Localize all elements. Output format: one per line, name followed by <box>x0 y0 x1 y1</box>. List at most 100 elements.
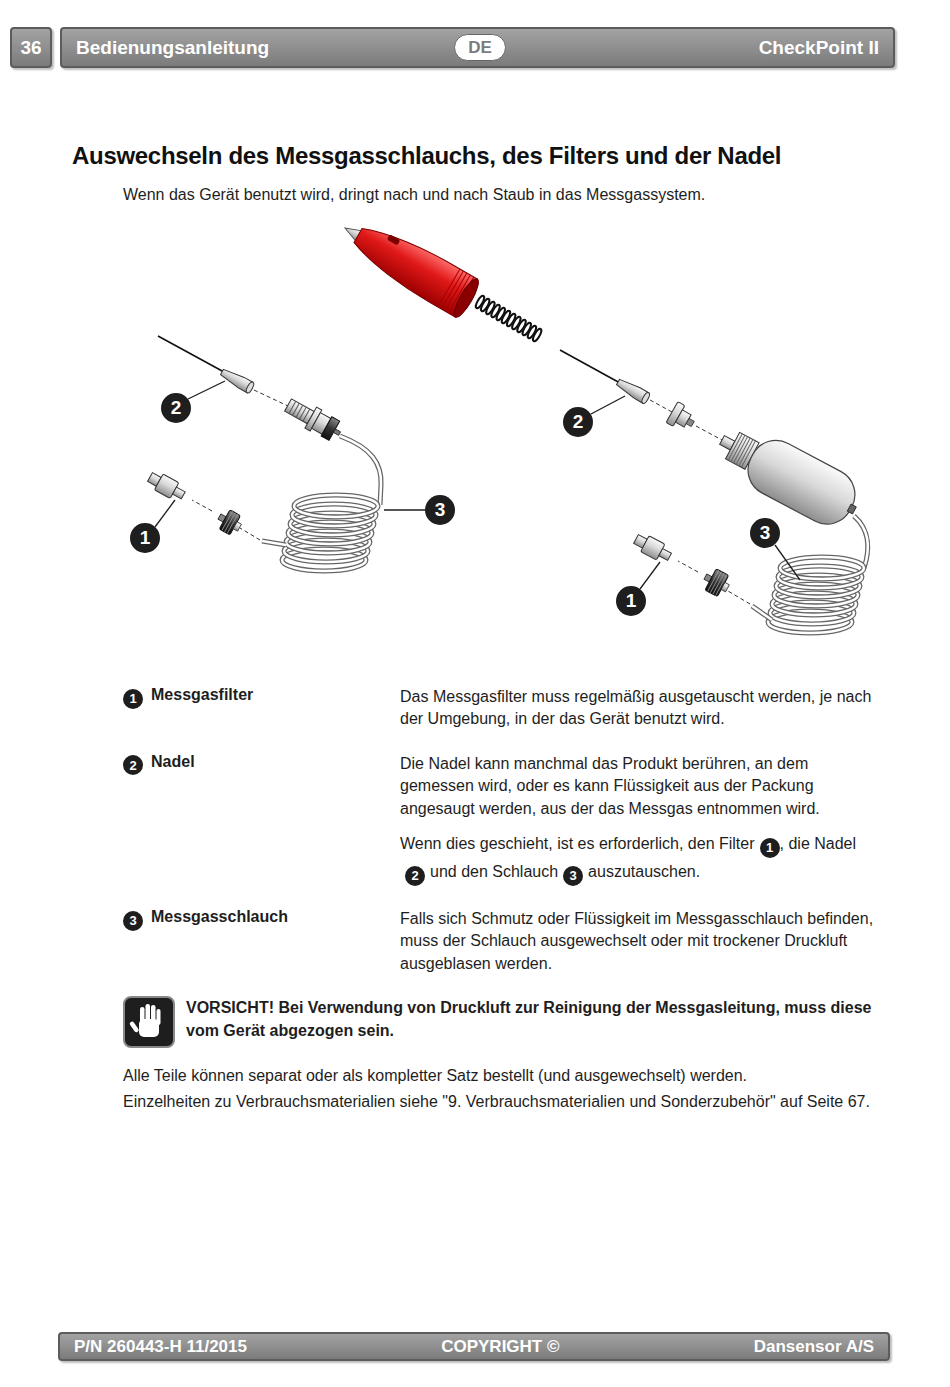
badge-digit: 3 <box>129 913 136 928</box>
description: Die Nadel kann manchmal das Produkt berü… <box>400 753 885 820</box>
drawing-line <box>192 500 212 511</box>
callout-number: 1 <box>130 523 160 553</box>
description-cell: Falls sich Schmutz oder Flüssigkeit im M… <box>400 908 885 985</box>
drawing-g <box>282 495 378 571</box>
description: Das Messgasfilter muss regelmäßig ausget… <box>400 686 885 731</box>
drawing-g <box>219 367 255 394</box>
callout-number: 2 <box>563 407 593 437</box>
drawing-rect <box>157 1009 161 1025</box>
drawing-path <box>289 401 310 421</box>
drawing-rect <box>847 504 856 514</box>
header-right: CheckPoint II <box>759 37 879 59</box>
drawing-line <box>158 336 224 372</box>
term-cell: 1 Messgasfilter <box>123 686 400 741</box>
caution-icon <box>124 997 174 1047</box>
drawing-ellipse <box>245 381 255 394</box>
part-name: Messgasfilter <box>151 686 253 703</box>
drawing-g <box>700 566 733 599</box>
drawing-rect <box>387 234 400 245</box>
drawing-ellipse <box>780 557 864 579</box>
number-badge: 3 <box>123 911 143 931</box>
drawing-rect <box>333 429 340 435</box>
drawing-path <box>262 541 286 545</box>
drawing-rect <box>721 582 729 591</box>
language-code: DE <box>468 38 492 58</box>
drawing-ellipse <box>294 495 378 517</box>
drawing-rect <box>140 1007 145 1025</box>
callout-digit: 2 <box>573 411 584 433</box>
description-cell: Das Messgasfilter muss regelmäßig ausget… <box>400 686 885 741</box>
drawing-rect <box>233 522 241 531</box>
term-cell: 2 Nadel <box>123 753 400 896</box>
drawing-g <box>146 469 188 503</box>
drawing-rect <box>219 510 240 535</box>
drawing-rect <box>151 1005 156 1024</box>
parts-row: 2 Nadel Die Nadel kann manchmal das Produk… <box>123 753 903 896</box>
part-name: Nadel <box>151 753 195 770</box>
page-number: 36 <box>20 37 41 59</box>
badge-digit: 1 <box>129 691 136 706</box>
footer-right: Dansensor A/S <box>754 1337 874 1357</box>
term-cell: 3 Messgasschlauch <box>123 908 400 985</box>
callout-digit: 3 <box>760 522 771 544</box>
callout-digit: 2 <box>171 397 182 419</box>
drawing-path <box>708 570 727 595</box>
drawing-line <box>650 400 672 412</box>
drawing-line <box>728 591 750 604</box>
drawing-ellipse <box>450 276 482 320</box>
intro-text: Wenn das Gerät benutzt wird, dringt nach… <box>123 186 903 204</box>
drawing-g <box>768 557 864 633</box>
drawing-path <box>752 606 772 620</box>
drawing-path <box>262 541 286 545</box>
drawing-ellipse <box>294 495 378 517</box>
footer-left: P/N 260443-H 11/2015 <box>74 1337 247 1357</box>
badge-digit: 2 <box>129 758 136 773</box>
drawing-rect <box>739 431 864 533</box>
number-badge: 3 <box>563 866 583 886</box>
number-badge: 1 <box>123 689 143 709</box>
description-cell: Die Nadel kann manchmal das Produkt berü… <box>400 753 885 896</box>
parts-row: 1 Messgasfilter Das Messgasfilter muss reg… <box>123 686 903 741</box>
callout-digit: 1 <box>626 590 637 612</box>
callout-number: 3 <box>425 495 455 525</box>
footer-center: COPYRIGHT © <box>441 1337 559 1357</box>
drawing-rect <box>146 1004 151 1024</box>
drawing-ellipse <box>641 392 651 405</box>
drawing-rect <box>321 417 340 441</box>
description-part: , die Nadel <box>780 835 857 852</box>
note: Alle Teile können separat oder als kompl… <box>123 1067 903 1085</box>
description-part: und den Schlauch <box>430 863 558 880</box>
drawing-line <box>155 500 175 527</box>
drawing-line <box>591 396 625 414</box>
footer-bar: P/N 260443-H 11/2015 COPYRIGHT © Dansensor… <box>58 1332 890 1361</box>
callout-number: 2 <box>161 393 191 423</box>
drawing-g <box>334 209 482 320</box>
drawing-rect <box>705 569 729 597</box>
page-title: Auswechseln des Messgasschlauchs, des Fi… <box>72 142 932 170</box>
left-assembly <box>146 336 425 571</box>
part-name: Messgasschlauch <box>151 908 288 925</box>
badge-digit: 3 <box>569 865 576 887</box>
drawing-rect <box>173 487 186 499</box>
drawing-line <box>696 426 722 440</box>
drawing-line <box>240 528 260 540</box>
drawing-line <box>560 350 620 383</box>
drawing-g <box>632 531 674 565</box>
drawing-g <box>666 402 699 435</box>
drawing-g <box>214 507 245 537</box>
drawing-ellipse <box>780 557 864 579</box>
drawing-g <box>709 415 868 535</box>
number-badge: 1 <box>760 838 780 858</box>
drawing-line <box>188 381 225 399</box>
callout-digit: 1 <box>140 527 151 549</box>
page-number-box: 36 <box>10 27 52 68</box>
drawing-g <box>282 395 345 445</box>
caution-text: VORSICHT! Bei Verwendung von Druckluft z… <box>186 997 886 1053</box>
drawing-rect <box>686 418 694 426</box>
language-oval: DE <box>454 34 506 61</box>
callout-digit: 3 <box>435 499 446 521</box>
badge-digit: 2 <box>411 865 418 887</box>
drawing-rect <box>659 549 672 561</box>
description: Wenn dies geschieht, ist es erforderlich… <box>400 830 885 886</box>
